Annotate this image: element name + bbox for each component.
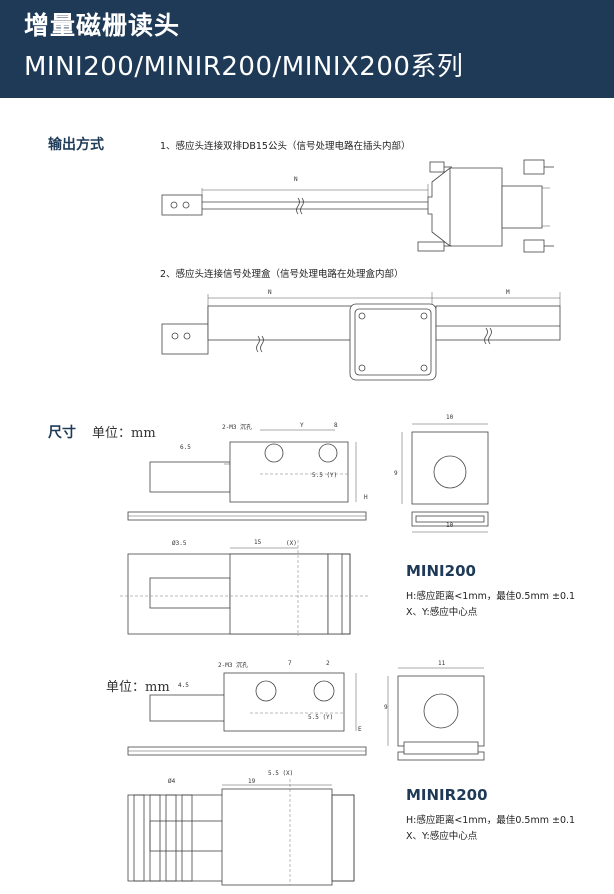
minir200-dim-2: 2: [326, 660, 330, 667]
signal-box-diagram: [161, 292, 561, 381]
mini200-spec-2: X、Y:感应中心点: [406, 607, 478, 618]
size-section-label: 尺寸: [48, 425, 76, 441]
mini200-end-view: [401, 423, 489, 533]
output-item-2: 2、感应头连接信号处理盒（信号处理电路在处理盒内部）: [160, 269, 404, 280]
mini200-dim-h: 6.5: [180, 444, 191, 451]
minir200-dim-9: 9: [384, 704, 388, 711]
mini200-dim-15: 15: [254, 539, 262, 546]
mini200-dim-phi: Ø3.5: [172, 540, 187, 547]
minir200-dim-y: 5.5 (Y): [308, 714, 334, 721]
mini200-dim-10-bot: 10: [446, 522, 454, 529]
minir200-dim-h: 4.5: [178, 682, 189, 689]
dim-m: M: [506, 289, 510, 296]
mini200-spec-1: H:感应距离<1mm，最佳0.5mm ±0.1: [406, 591, 576, 602]
minir200-side-view: [127, 779, 355, 886]
minir200-end-view: [387, 667, 485, 761]
minir200-dim-phi: Ø4: [168, 778, 176, 785]
dim-n2: N: [268, 289, 272, 296]
unit-label-2: 单位：mm: [106, 680, 170, 695]
output-item-1: 1、感应头连接双排DB15公头（信号处理电路在插头内部）: [160, 141, 411, 152]
db15-connector-diagram: [161, 159, 554, 253]
dim-n1: N: [294, 176, 298, 183]
minir200-dim-holes: 2-M3 沉孔: [218, 662, 249, 669]
minir200-top-view: [127, 672, 367, 756]
mini200-dim-x: 5.5 (Y): [312, 472, 338, 479]
minir200-dim-7: 7: [288, 660, 292, 667]
output-section-label: 输出方式: [48, 137, 104, 153]
mini200-side-view: [120, 540, 370, 636]
mini200-dim-xdim: (X): [286, 540, 297, 547]
mini200-dim-hh: H: [364, 494, 368, 501]
minir200-dim-x: 5.5 (X): [268, 770, 294, 777]
page-header: 增量磁栅读头 MINI200/MINIR200/MINIX200系列: [0, 0, 614, 98]
page-subtitle: MINI200/MINIR200/MINIX200系列: [24, 52, 464, 82]
mini200-dim-9: 9: [394, 470, 398, 477]
page-title: 增量磁栅读头: [24, 11, 181, 40]
minir200-model: MINIR200: [406, 786, 488, 804]
mini200-dim-10-top: 10: [446, 414, 454, 421]
minir200-dim-e: E: [358, 726, 362, 733]
mini200-dim-y: Y: [300, 422, 304, 429]
mini200-dim-8: 8: [334, 422, 338, 429]
minir200-dim-11: 11: [438, 660, 446, 667]
mini200-model: MINI200: [406, 562, 476, 580]
mini200-dim-holes: 2-M3 沉孔: [222, 424, 253, 431]
minir200-spec-2: X、Y:感应中心点: [406, 831, 478, 842]
minir200-spec-1: H:感应距离<1mm，最佳0.5mm ±0.1: [406, 815, 576, 826]
mini200-top-view: [127, 429, 367, 521]
unit-label: 单位：mm: [92, 426, 156, 441]
minir200-dim-19: 19: [248, 778, 256, 785]
